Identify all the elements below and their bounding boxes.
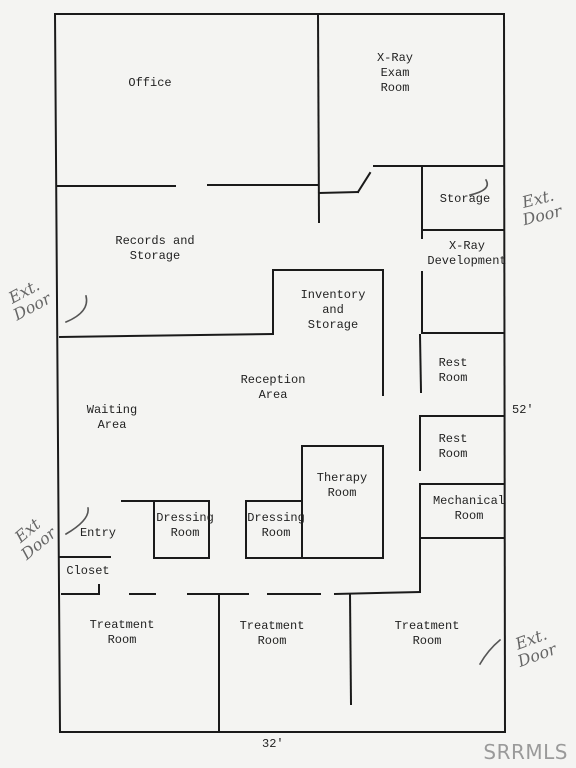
room-xray-development: X-Ray Development — [427, 239, 507, 268]
room-treatment-1: Treatment Room — [89, 618, 155, 647]
room-storage: Storage — [439, 192, 491, 206]
room-inventory-storage: Inventory and Storage — [300, 288, 366, 332]
room-therapy: Therapy Room — [316, 471, 368, 500]
room-entry: Entry — [79, 526, 116, 540]
watermark: SRRMLS — [483, 740, 568, 764]
room-xray-exam: X-Ray Exam Room — [376, 51, 413, 95]
room-rest-1: Rest Room — [438, 356, 468, 385]
dimension-length: 52' — [512, 403, 534, 417]
room-mechanical: Mechanical Room — [432, 494, 505, 523]
room-dressing-2: Dressing Room — [247, 511, 305, 540]
room-waiting: Waiting Area — [86, 403, 138, 432]
outer-walls — [53, 12, 507, 734]
room-treatment-2: Treatment Room — [239, 619, 305, 648]
dimension-width: 32' — [262, 737, 284, 751]
room-office: Office — [128, 76, 172, 90]
room-closet: Closet — [66, 564, 110, 578]
room-rest-2: Rest Room — [438, 432, 468, 461]
room-treatment-3: Treatment Room — [394, 619, 460, 648]
room-records-storage: Records and Storage — [115, 234, 195, 263]
room-reception: Reception Area — [240, 373, 306, 402]
interior-walls — [56, 12, 505, 733]
door-swings — [64, 178, 502, 666]
room-dressing-1: Dressing Room — [156, 511, 214, 540]
